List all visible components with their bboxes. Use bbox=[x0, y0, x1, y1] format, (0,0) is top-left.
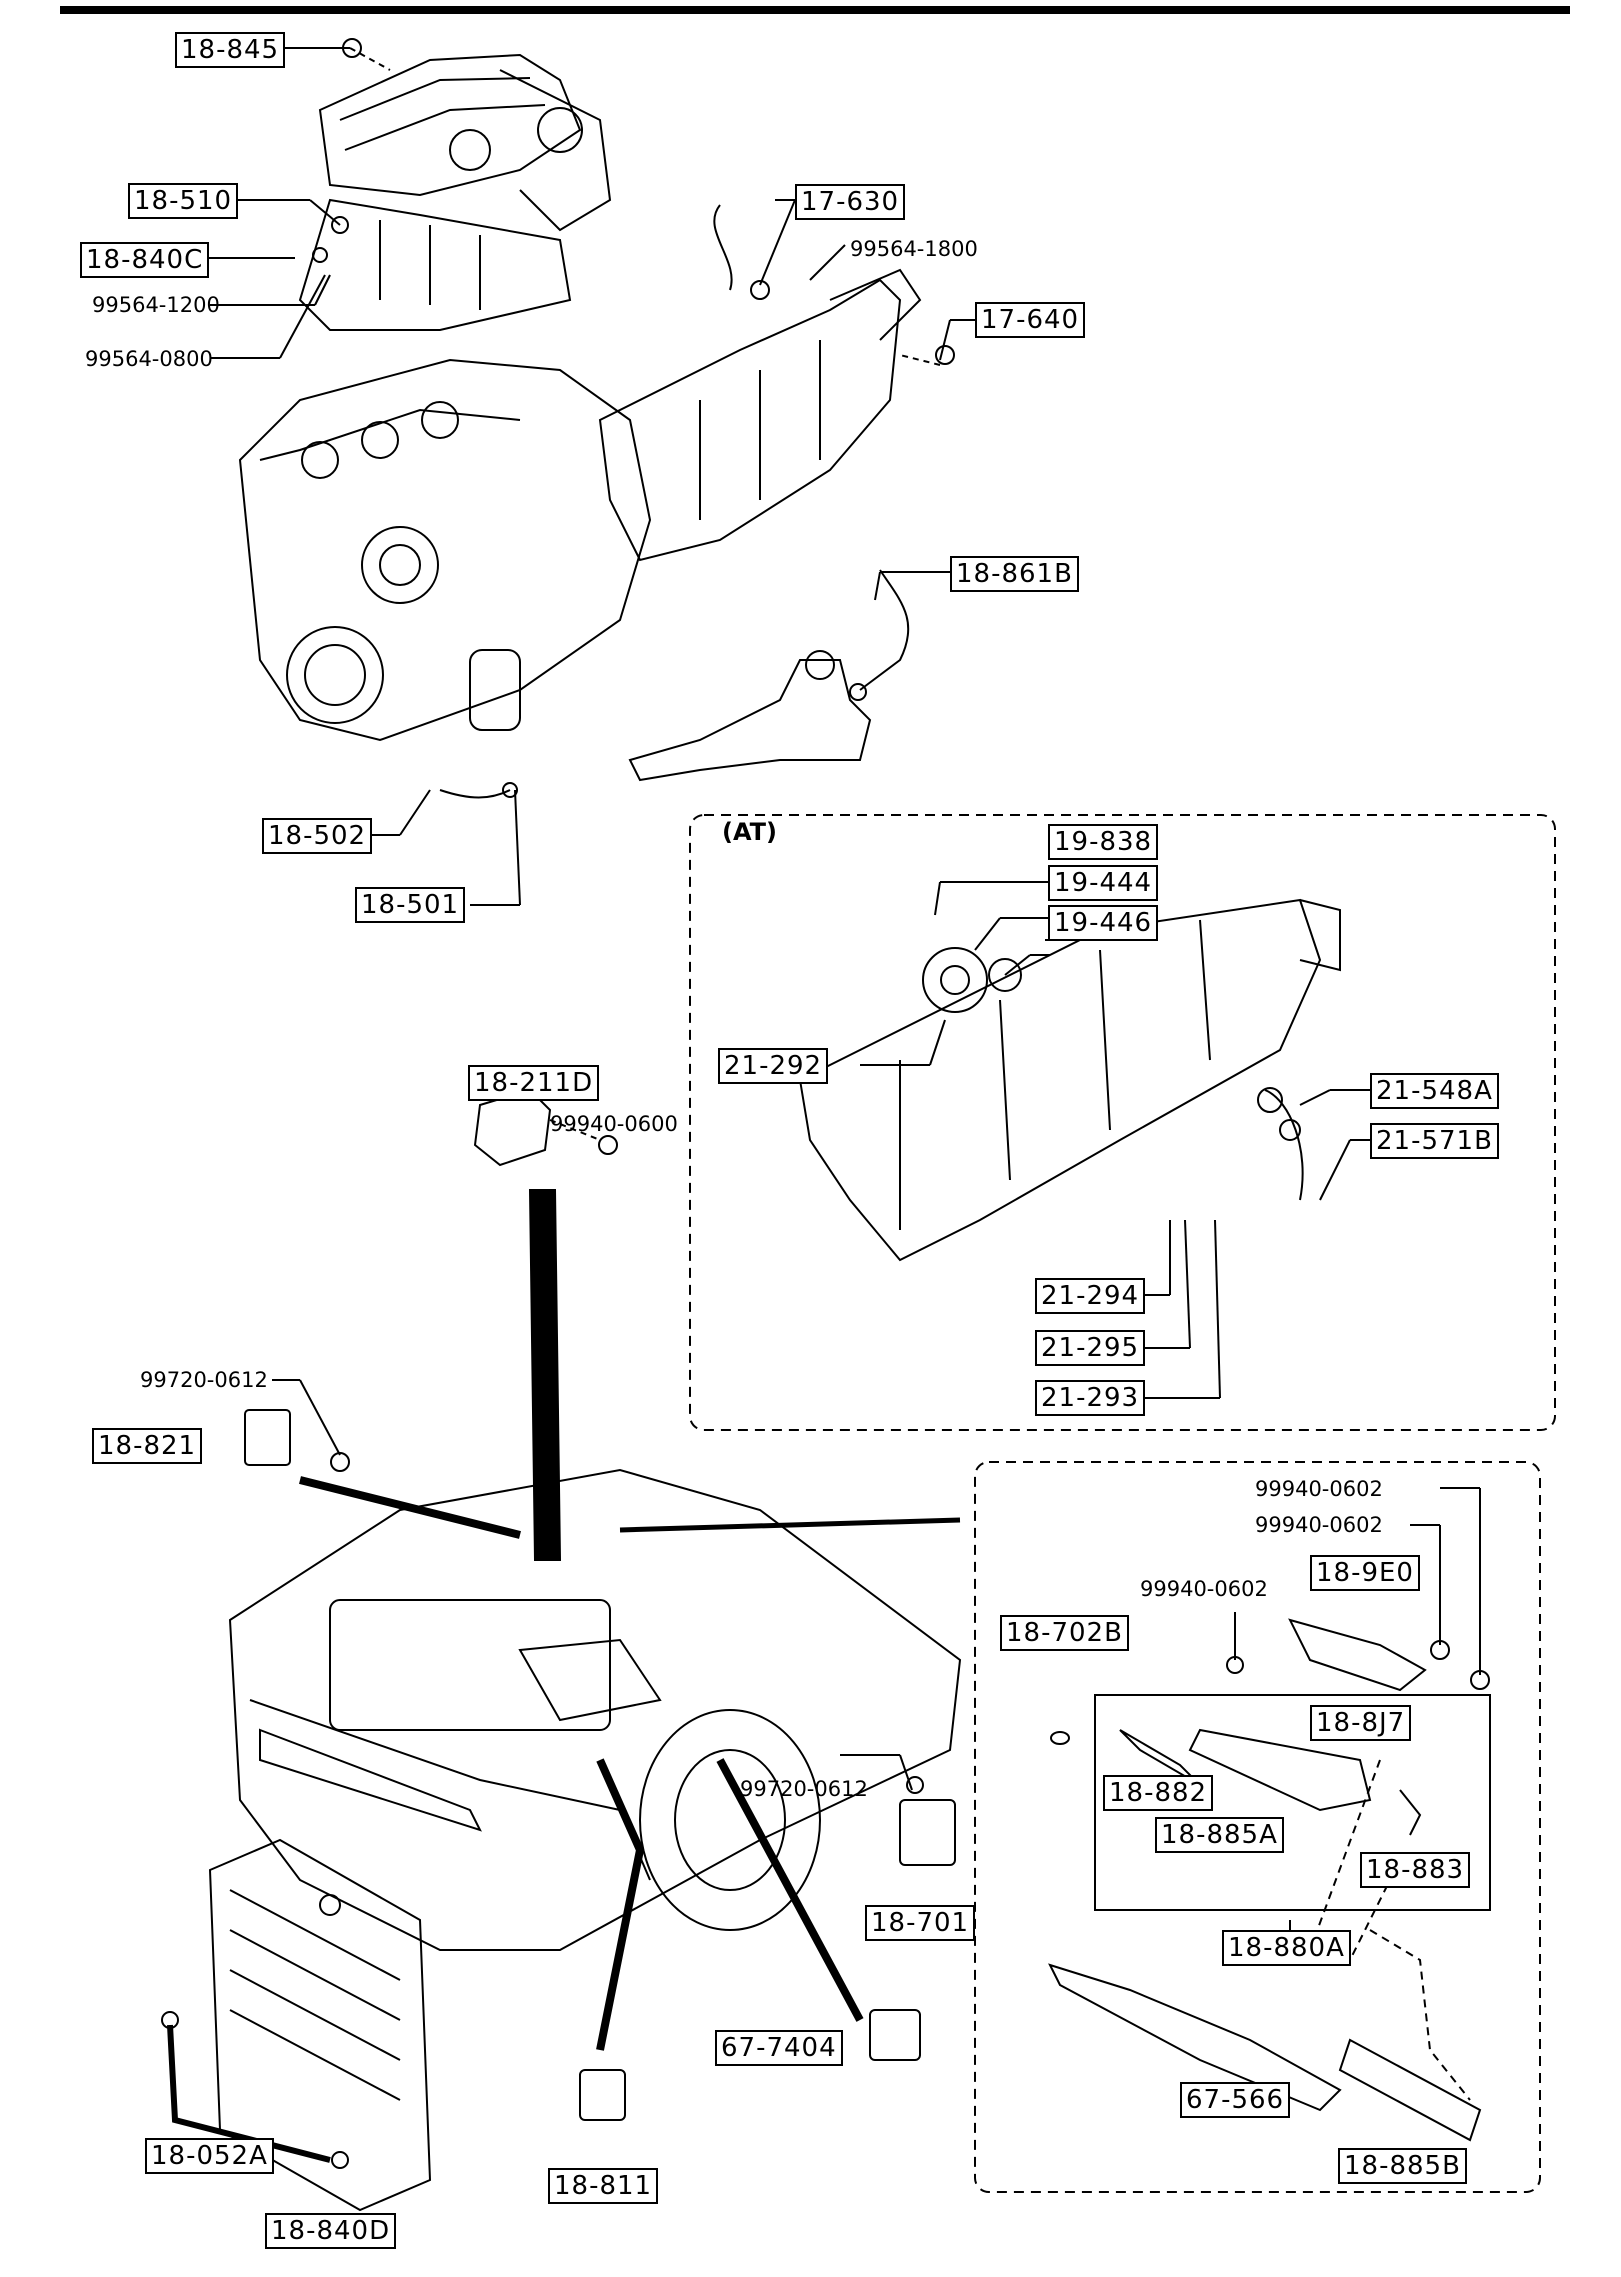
part-18-9E0: 18-9E0 bbox=[1310, 1555, 1420, 1591]
part-18-885A: 18-885A bbox=[1155, 1817, 1284, 1853]
part-18-702B: 18-702B bbox=[1000, 1615, 1129, 1651]
part-18-840D: 18-840D bbox=[265, 2213, 397, 2249]
part-18-885B: 18-885B bbox=[1338, 2148, 1467, 2184]
at-section-label: (AT) bbox=[722, 818, 778, 846]
part-21-295: 21-295 bbox=[1035, 1330, 1146, 1366]
part-21-294: 21-294 bbox=[1035, 1278, 1146, 1314]
part-21-571B: 21-571B bbox=[1370, 1123, 1499, 1159]
relay-18-701-drawing bbox=[840, 1754, 956, 1866]
part-18-052A: 18-052A bbox=[145, 2138, 274, 2174]
automatic-transmission-drawing bbox=[798, 881, 1370, 1399]
bolt-99564-1200: 99564-1200 bbox=[92, 293, 220, 317]
part-21-292: 21-292 bbox=[718, 1048, 829, 1084]
radiator-drawing bbox=[161, 1838, 432, 2212]
bolt-99940-0602-c: 99940-0602 bbox=[1140, 1577, 1268, 1601]
part-19-444: 19-444 bbox=[1048, 865, 1159, 901]
at-section-border bbox=[689, 814, 1556, 1431]
part-67-7404: 67-7404 bbox=[715, 2030, 843, 2066]
part-18-882: 18-882 bbox=[1103, 1775, 1214, 1811]
relay-18-811-drawing bbox=[579, 2069, 626, 2121]
part-18-883: 18-883 bbox=[1360, 1852, 1471, 1888]
part-19-446: 19-446 bbox=[1048, 905, 1159, 941]
part-18-211D: 18-211D bbox=[468, 1065, 600, 1101]
leader-lines bbox=[208, 47, 975, 906]
bolt-99940-0602-b: 99940-0602 bbox=[1255, 1513, 1383, 1537]
part-18-811: 18-811 bbox=[548, 2168, 659, 2204]
part-18-502: 18-502 bbox=[262, 818, 373, 854]
bolt-99564-1800: 99564-1800 bbox=[850, 237, 978, 261]
part-18-880A: 18-880A bbox=[1222, 1930, 1351, 1966]
bolt-99940-0602-a: 99940-0602 bbox=[1255, 1477, 1383, 1501]
bolt-99720-0612-top: 99720-0612 bbox=[140, 1368, 268, 1392]
part-18-510: 18-510 bbox=[128, 183, 239, 219]
engine-transmission-drawing bbox=[238, 53, 922, 782]
part-21-548A: 21-548A bbox=[1370, 1073, 1499, 1109]
part-21-293: 21-293 bbox=[1035, 1380, 1146, 1416]
vehicle-front-drawing bbox=[228, 1468, 962, 2051]
part-67-566: 67-566 bbox=[1180, 2082, 1291, 2118]
ecu-parts-drawing bbox=[1048, 1487, 1490, 2142]
part-18-845: 18-845 bbox=[175, 32, 286, 68]
part-17-630: 17-630 bbox=[795, 184, 906, 220]
relay-18-821-drawing bbox=[244, 1379, 350, 1472]
bolt-99720-0612-mid: 99720-0612 bbox=[740, 1777, 868, 1801]
ecu-bracket-group-border bbox=[1094, 1694, 1491, 1911]
part-18-861B: 18-861B bbox=[950, 556, 1079, 592]
part-18-8J7: 18-8J7 bbox=[1310, 1705, 1412, 1741]
top-rule bbox=[60, 6, 1570, 14]
relay-67-7404-drawing bbox=[869, 2009, 921, 2061]
airflow-module-drawing bbox=[473, 1088, 618, 1561]
right-section-border bbox=[974, 1461, 1541, 2193]
bolt-99564-0800: 99564-0800 bbox=[85, 347, 213, 371]
part-18-840C: 18-840C bbox=[80, 242, 210, 278]
part-17-640: 17-640 bbox=[975, 302, 1086, 338]
part-18-821: 18-821 bbox=[92, 1428, 203, 1464]
sensor-parts bbox=[312, 38, 955, 799]
part-18-701: 18-701 bbox=[865, 1905, 976, 1941]
part-18-501: 18-501 bbox=[355, 887, 466, 923]
bolt-99940-0600: 99940-0600 bbox=[550, 1112, 678, 1136]
part-19-838: 19-838 bbox=[1048, 824, 1159, 860]
